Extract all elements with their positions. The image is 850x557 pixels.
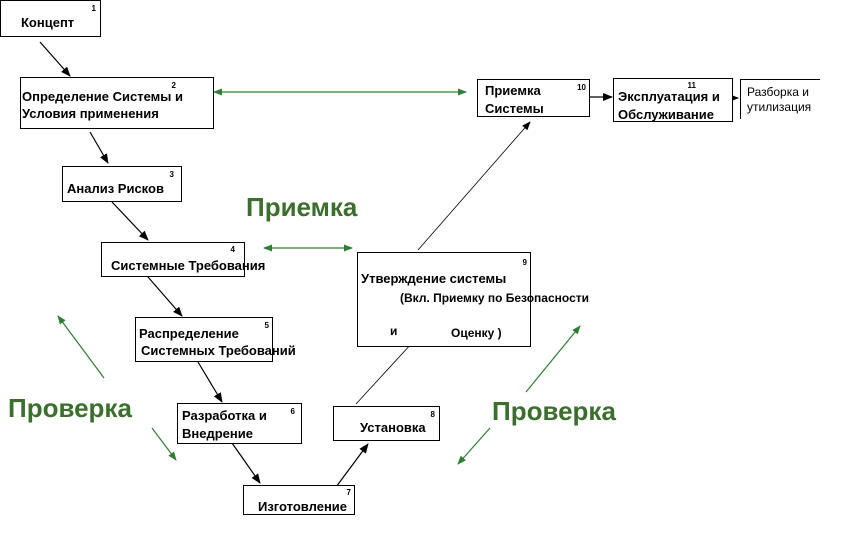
node-number: 5 <box>264 321 269 330</box>
node-number: 1 <box>91 4 96 13</box>
node-label-line2: Системных Требований <box>141 343 296 358</box>
node-label-line2: Системы <box>485 101 544 116</box>
node-system-acceptance: 10 Приемка Системы <box>477 79 590 117</box>
arrow-concept-definition <box>39 41 71 77</box>
node-label: Системные Требования <box>111 258 266 273</box>
node-label-line2: (Вкл. Приемку по Безопасности <box>400 291 589 305</box>
node-label-line2: Условия применения <box>22 106 159 121</box>
arrow-allocation-development <box>197 361 223 403</box>
node-label: Изготовление <box>258 499 348 514</box>
node-label-line3b: Оценку ) <box>451 326 502 340</box>
node-label: Установка <box>360 420 426 435</box>
node-development: 6 Разработка и Внедрение <box>177 403 302 444</box>
node-label-line1: Распределение <box>139 326 239 341</box>
node-disposal: Разборка и утилизация <box>740 79 820 119</box>
green-arrow-right-top <box>525 325 581 393</box>
node-label-line1: Эксплуатация и <box>618 89 720 104</box>
node-risk-analysis: 3 Анализ Рисков <box>62 166 182 202</box>
node-label: Анализ Рисков <box>67 181 164 196</box>
arrow-definition-risk <box>89 131 109 164</box>
verification-annotation-right: Проверка <box>492 396 616 426</box>
node-label-line1: Определение Системы и <box>22 89 183 104</box>
green-arrow-left-top <box>57 315 105 379</box>
node-label-line1: Разборка и <box>747 85 809 99</box>
node-system-definition: 2 Определение Системы и Условия применен… <box>20 77 214 129</box>
node-number: 4 <box>230 245 235 254</box>
node-system-approval: 9 Утверждение системы (Вкл. Приемку по Б… <box>357 252 589 347</box>
node-label-line1: Приемка <box>485 83 541 98</box>
node-label: Концепт <box>21 15 75 30</box>
green-arrow-right-bottom <box>457 427 491 465</box>
arrow-development-manufacturing <box>231 442 261 484</box>
acceptance-annotation: Приемка <box>246 192 358 222</box>
node-label-line2: Внедрение <box>182 426 253 441</box>
arrow-manufacturing-installation <box>335 443 369 488</box>
verification-annotation-left: Проверка <box>8 393 132 423</box>
node-number: 11 <box>687 81 696 90</box>
node-label-line2: утилизация <box>747 100 812 114</box>
node-label-line1: Утверждение системы <box>361 271 507 286</box>
node-number: 3 <box>169 170 174 179</box>
node-label-line2: Обслуживание <box>618 107 715 122</box>
arrow-requirements-allocation <box>147 276 183 317</box>
node-number: 9 <box>522 258 527 267</box>
node-number: 8 <box>430 410 435 419</box>
green-arrow-left-bottom <box>151 427 177 461</box>
node-label-line1: Разработка и <box>182 408 267 423</box>
node-requirements-allocation: 5 Распределение Системных Требований <box>135 317 296 362</box>
arrow-approval-acceptance <box>417 121 531 251</box>
node-number: 2 <box>171 81 176 90</box>
node-number: 10 <box>577 83 586 92</box>
node-number: 7 <box>346 488 351 497</box>
node-manufacturing: 7 Изготовление <box>243 485 355 515</box>
node-label-line3a: и <box>390 324 398 338</box>
node-number: 6 <box>290 407 295 416</box>
node-concept: 1 Концепт <box>0 0 101 37</box>
node-installation: 8 Установка <box>333 406 440 441</box>
node-operation: 11 Эксплуатация и Обслуживание <box>613 78 733 122</box>
arrow-risk-requirements <box>111 201 149 241</box>
node-system-requirements: 4 Системные Требования <box>101 242 265 277</box>
